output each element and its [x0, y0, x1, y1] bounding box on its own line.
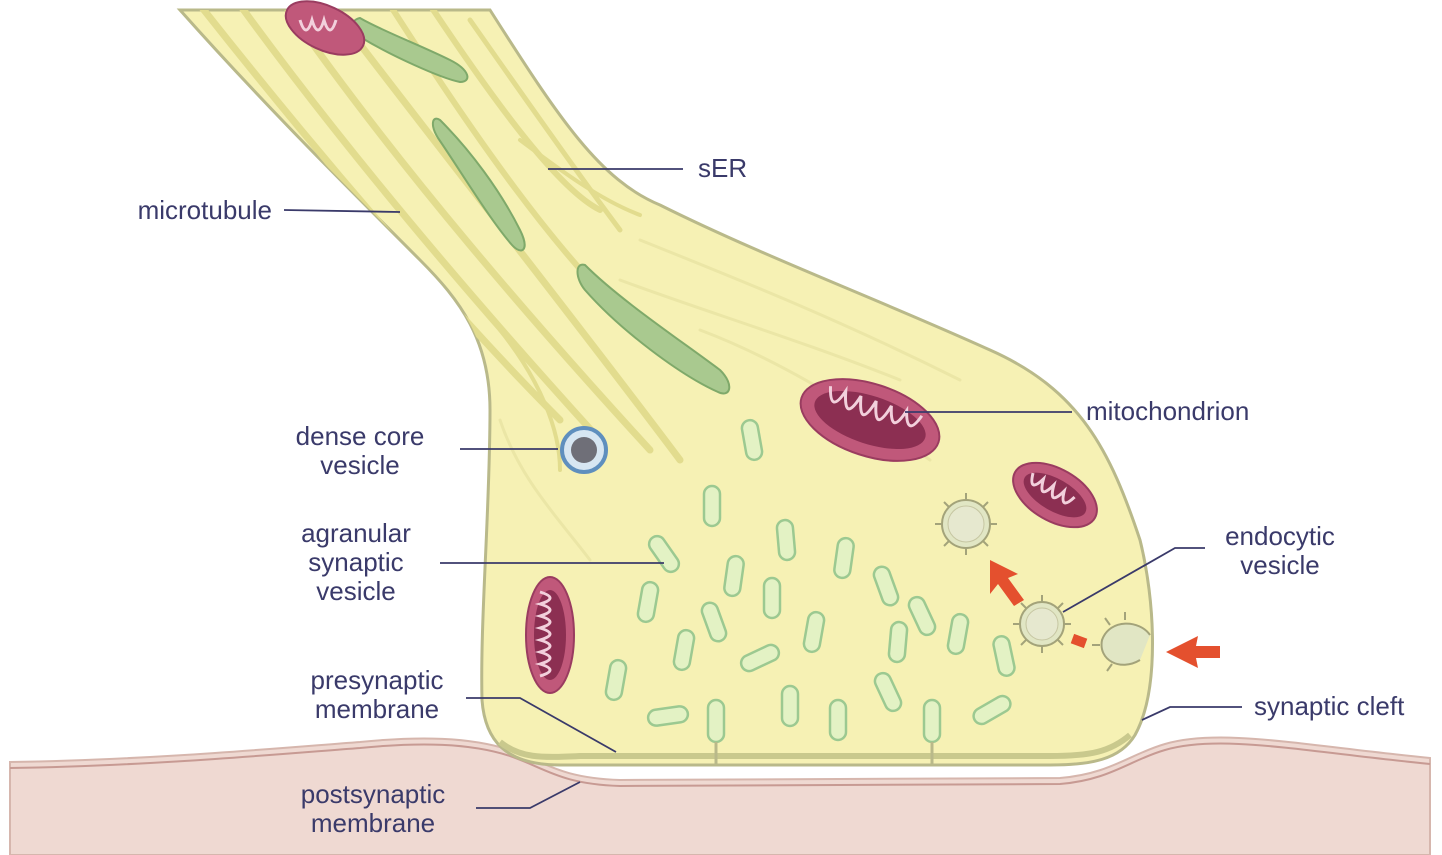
label-postsynaptic-membrane: postsynaptic membrane — [280, 780, 466, 838]
label-agranular-synaptic-vesicle: agranular synaptic vesicle — [282, 519, 430, 606]
label-postsynaptic-line1: postsynaptic — [280, 780, 466, 809]
endocytic-vesicle-top — [935, 493, 997, 555]
label-dense-core-vesicle-line2: vesicle — [272, 451, 448, 480]
mitochondrion-left — [526, 577, 574, 693]
label-microtubule: microtubule — [96, 196, 272, 225]
label-dense-core-vesicle: dense core vesicle — [272, 422, 448, 480]
label-ser: sER — [698, 154, 747, 183]
dense-core-vesicle — [562, 428, 606, 472]
label-endocytic-line1: endocytic — [1206, 522, 1354, 551]
label-presynaptic-membrane: presynaptic membrane — [292, 666, 462, 724]
label-endocytic-vesicle: endocytic vesicle — [1206, 522, 1354, 580]
label-agranular-line3: vesicle — [282, 577, 430, 606]
label-synaptic-cleft: synaptic cleft — [1254, 692, 1404, 721]
label-presynaptic-line2: membrane — [292, 695, 462, 724]
label-agranular-line2: synaptic — [282, 548, 430, 577]
presynaptic-terminal — [180, 0, 1220, 765]
endocytic-vesicle-lower — [1013, 595, 1071, 653]
label-dense-core-vesicle-line1: dense core — [272, 422, 448, 451]
label-postsynaptic-line2: membrane — [280, 809, 466, 838]
label-agranular-line1: agranular — [282, 519, 430, 548]
label-presynaptic-line1: presynaptic — [292, 666, 462, 695]
label-endocytic-line2: vesicle — [1206, 551, 1354, 580]
label-mitochondrion: mitochondrion — [1086, 397, 1249, 426]
